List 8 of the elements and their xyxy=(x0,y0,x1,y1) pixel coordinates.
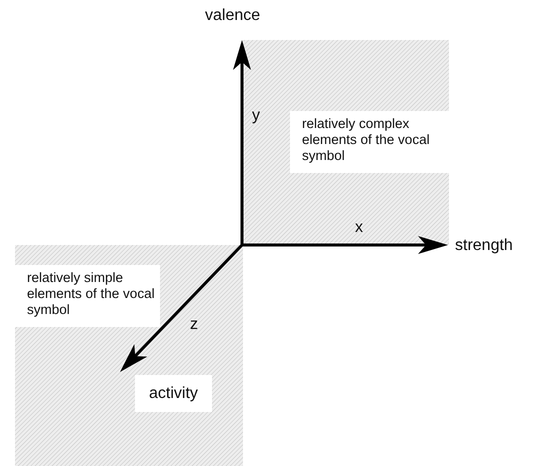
region-label: relatively simple elements of the vocal symbol xyxy=(15,265,160,327)
axis-label: activity xyxy=(135,375,212,412)
axis-label: y xyxy=(252,106,260,126)
region-label: relatively complex elements of the vocal symbol xyxy=(290,111,449,173)
axis-label: z xyxy=(190,315,198,334)
axis-label: valence xyxy=(205,6,260,26)
axis-label: strength xyxy=(455,236,513,256)
axis-label: x xyxy=(355,218,363,238)
